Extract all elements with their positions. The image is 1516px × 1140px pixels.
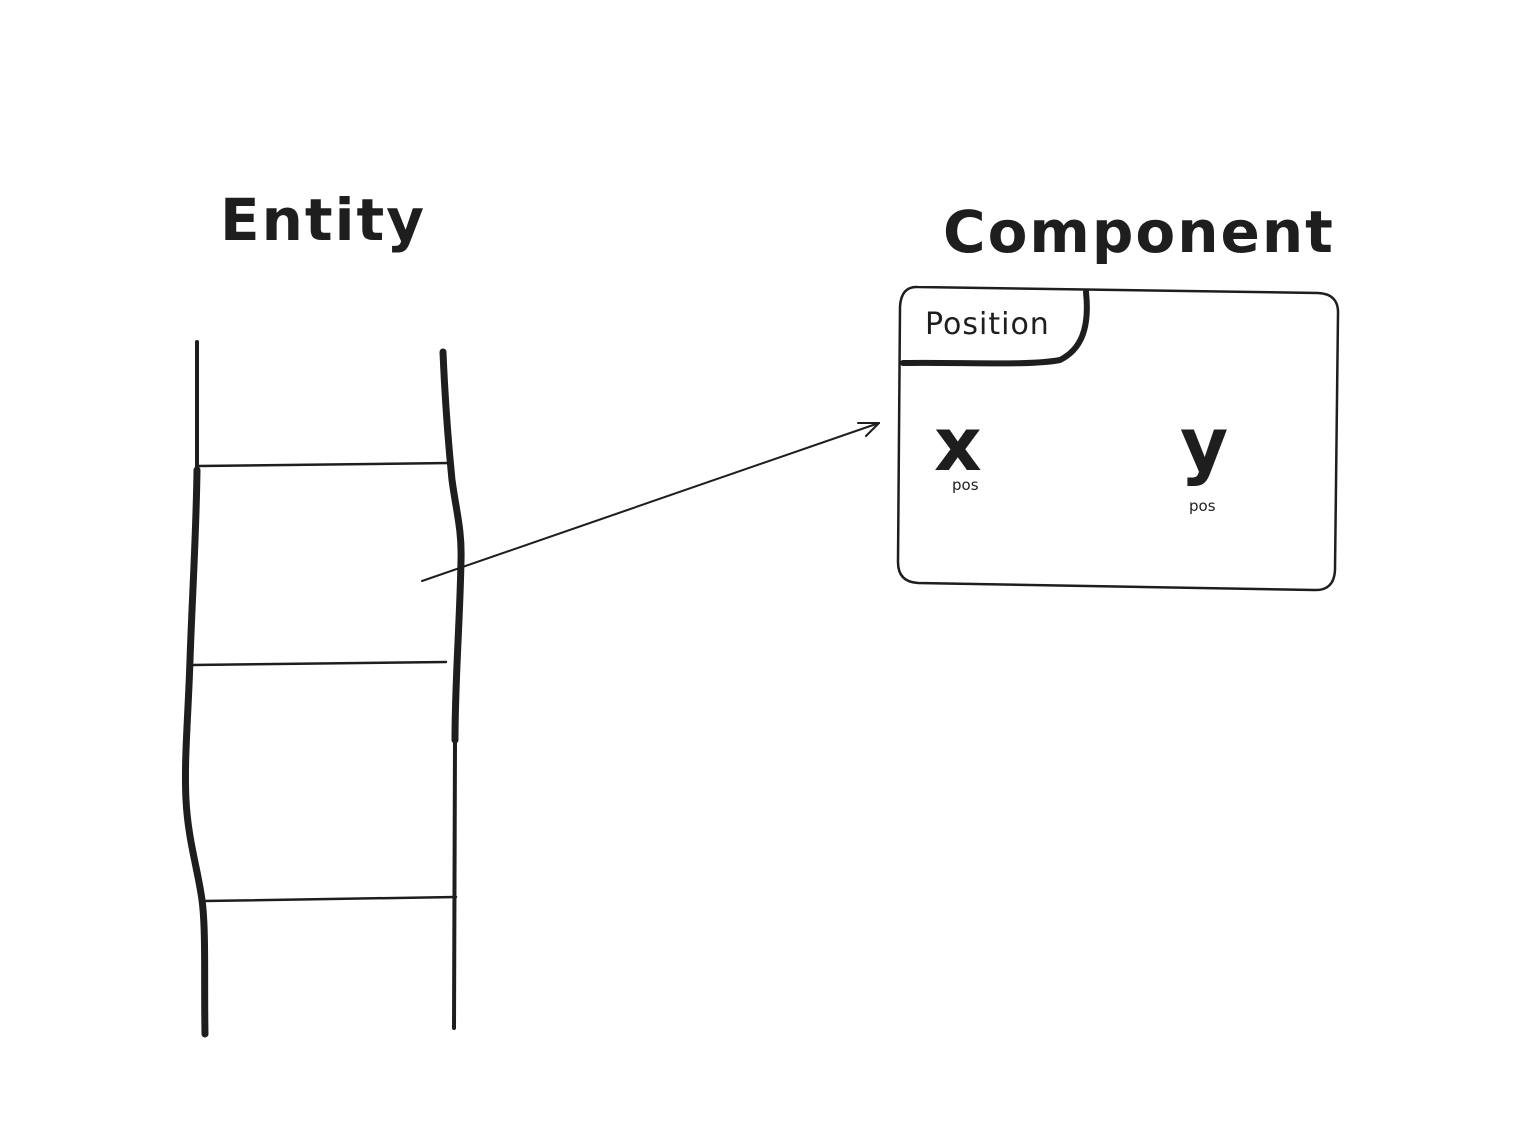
position-tab-label: Position bbox=[925, 307, 1050, 342]
field-y-sub: pos bbox=[1189, 497, 1216, 515]
entity-right-rail-lower bbox=[452, 738, 457, 1030]
position-tab-border bbox=[900, 289, 1090, 367]
component-card: Position x pos y pos bbox=[896, 285, 1340, 592]
field-x-sub: pos bbox=[952, 476, 979, 494]
field-x-name: x bbox=[934, 402, 982, 488]
entity-to-component-arrow bbox=[421, 422, 880, 582]
entity-left-rail-lower bbox=[181, 466, 209, 1038]
entity-row-divider bbox=[190, 660, 448, 667]
entity-row-divider bbox=[197, 461, 452, 468]
entity-row-divider bbox=[202, 895, 458, 903]
entity-right-rail bbox=[439, 348, 465, 744]
entity-title: Entity bbox=[220, 186, 426, 254]
component-title: Component bbox=[943, 198, 1335, 266]
entity-table bbox=[181, 340, 465, 1038]
field-y-name: y bbox=[1180, 402, 1228, 488]
